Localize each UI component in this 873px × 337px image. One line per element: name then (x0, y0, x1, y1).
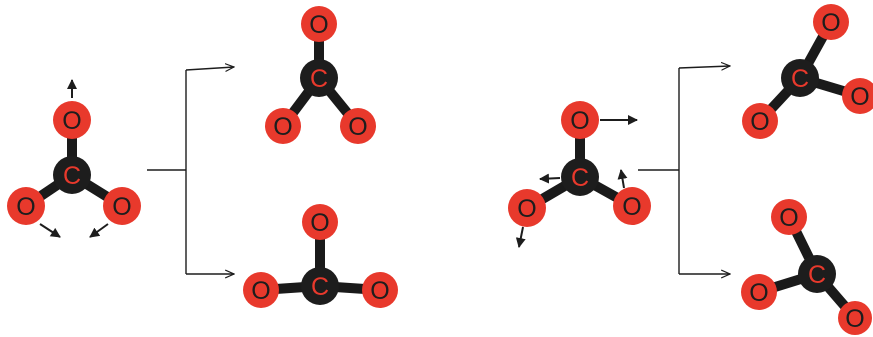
displacement-arrow (617, 169, 628, 189)
carbon-atom: C (301, 267, 339, 305)
oxygen-atom: O (741, 274, 777, 310)
oxygen-atom: O (53, 101, 91, 139)
molecule-left-upper: O O O C (265, 6, 376, 144)
oxygen-atom: O (340, 108, 376, 144)
atom-label: O (273, 113, 292, 141)
oxygen-atom: O (103, 187, 141, 225)
oxygen-atom: O (362, 272, 398, 308)
oxygen-atom: O (243, 272, 279, 308)
oxygen-atom: O (301, 6, 337, 42)
branch-connector-left (147, 67, 234, 274)
displacement-arrow (39, 223, 61, 238)
oxygen-atom: O (302, 204, 338, 240)
atom-label: O (348, 113, 367, 141)
oxygen-atom: O (838, 301, 872, 335)
atom-label: O (779, 204, 798, 232)
atom-label: C (310, 65, 328, 93)
atom-label: C (311, 273, 329, 301)
atom-label: O (310, 209, 329, 237)
panel-right: O O O C (508, 4, 873, 335)
carbon-atom: C (561, 158, 599, 196)
oxygen-atom: O (842, 78, 873, 114)
molecule-right-upper: O O O C (742, 4, 873, 139)
atom-label: C (63, 162, 81, 190)
carbon-atom: C (53, 156, 91, 194)
atom-label: O (570, 107, 589, 135)
atom-label: O (517, 195, 536, 223)
carbon-atom: C (781, 59, 819, 97)
atom-label: O (750, 108, 769, 136)
atom-label: O (309, 11, 328, 39)
oxygen-atom: O (742, 103, 778, 139)
atom-label: O (622, 193, 641, 221)
oxygen-atom: O (508, 189, 546, 227)
atom-label: O (62, 107, 81, 135)
oxygen-atom: O (7, 187, 45, 225)
branch-connector-right (638, 66, 730, 274)
molecule-right-source: O O O C (508, 101, 651, 248)
oxygen-atom: O (813, 4, 849, 40)
molecule-right-lower: O O O C (741, 199, 872, 335)
atom-label: O (16, 193, 35, 221)
displacement-arrow (89, 223, 109, 238)
oxygen-atom: O (771, 199, 807, 235)
atom-label: O (112, 193, 131, 221)
displacement-arrow (539, 173, 561, 184)
atom-label: O (251, 277, 270, 305)
atom-label: O (370, 277, 389, 305)
carbon-atom: C (798, 255, 836, 293)
atom-label: O (845, 305, 864, 333)
atom-label: C (808, 261, 826, 289)
atom-label: O (850, 83, 869, 111)
molecule-left-lower: O O O C (243, 204, 398, 308)
molecule-left-source: O O O C (7, 79, 141, 238)
oxygen-atom: O (613, 187, 651, 225)
atom-label: C (571, 164, 589, 192)
atom-label: C (791, 65, 809, 93)
oxygen-atom: O (265, 108, 301, 144)
atom-label: O (821, 9, 840, 37)
carbon-atom: C (300, 59, 338, 97)
panel-left: O O O C (7, 6, 398, 308)
atom-label: O (749, 279, 768, 307)
displacement-arrow (515, 226, 526, 248)
oxygen-atom: O (561, 101, 599, 139)
